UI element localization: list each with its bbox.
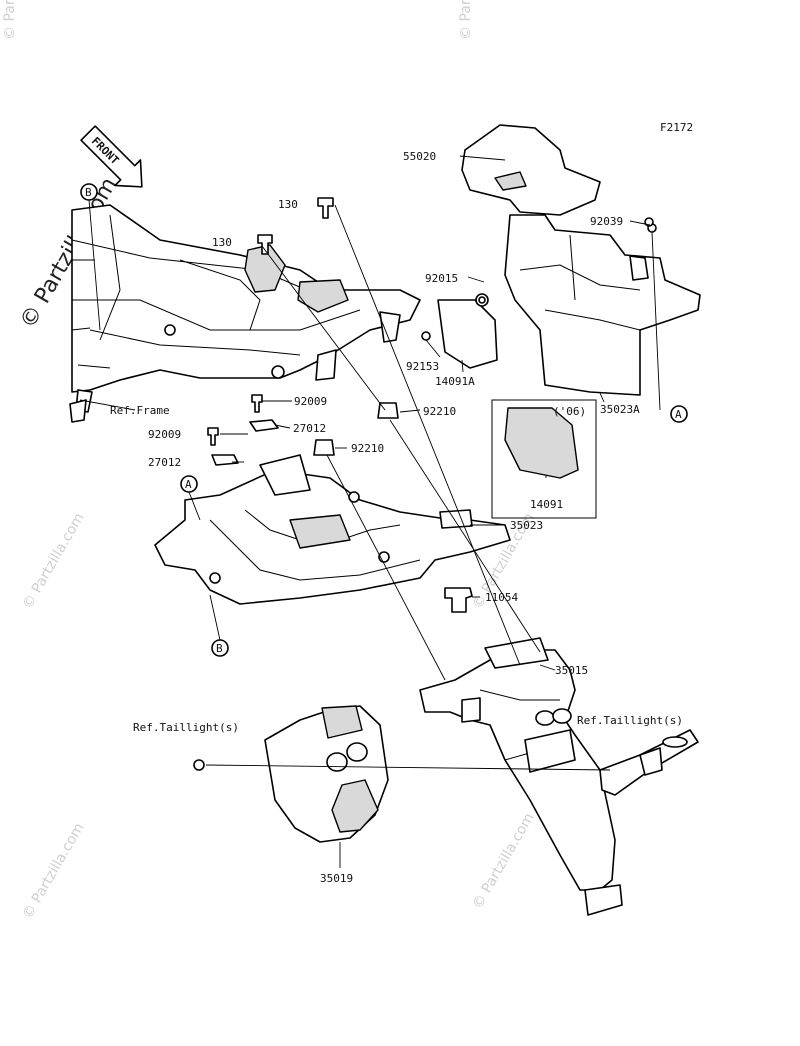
marker-b-bottom: B xyxy=(216,642,223,655)
side-cover-drawing xyxy=(264,705,389,843)
ref-frame-label: Ref.Frame xyxy=(110,404,170,417)
label-35023[interactable]: 35023 xyxy=(510,519,543,532)
label-35023A[interactable]: 35023A xyxy=(600,403,640,416)
label-92015[interactable]: 92015 xyxy=(425,272,458,285)
label-130-top[interactable]: 130 xyxy=(278,198,298,211)
watermark-mid-left: © Partzilla.com xyxy=(20,510,88,612)
watermark-bottom-right: © Partzilla.com xyxy=(470,810,538,912)
marker-a-right: A xyxy=(675,408,682,421)
label-35019[interactable]: 35019 xyxy=(320,872,353,885)
year-note: ('06) xyxy=(553,405,586,418)
ref-taillight-right-label: Ref.Taillight(s) xyxy=(577,714,683,727)
rear-fender-drawing xyxy=(419,637,623,916)
figure-code: F2172 xyxy=(660,121,693,134)
front-arrow-icon xyxy=(80,125,143,188)
taillight-bracket-drawing xyxy=(599,729,699,796)
label-92153[interactable]: 92153 xyxy=(406,360,439,373)
battery-case-drawing xyxy=(421,124,701,396)
ref-taillight-left-label: Ref.Taillight(s) xyxy=(133,721,239,734)
part-14091-shape xyxy=(504,407,579,479)
marker-b-top: B xyxy=(85,186,92,199)
label-27012-right[interactable]: 27012 xyxy=(293,422,326,435)
frame-drawing xyxy=(69,204,421,423)
label-92039[interactable]: 92039 xyxy=(590,215,623,228)
watermark-top-left: © Partzilla.com xyxy=(2,0,18,40)
year-variant-box: ('06) xyxy=(491,399,597,519)
year-variant-frame xyxy=(491,399,597,519)
label-55020[interactable]: 55020 xyxy=(403,150,436,163)
inner-fender-drawing xyxy=(154,454,511,605)
label-92210-lower[interactable]: 92210 xyxy=(351,442,384,455)
label-92210-upper[interactable]: 92210 xyxy=(423,405,456,418)
part-labels: 55020 92039 130 130 92015 92153 14091A 3… xyxy=(110,150,683,885)
marker-a-right-circle xyxy=(670,405,688,423)
label-27012-left[interactable]: 27012 xyxy=(148,456,181,469)
label-14091[interactable]: 14091 xyxy=(530,498,563,511)
label-130-second[interactable]: 130 xyxy=(212,236,232,249)
leader-lines xyxy=(79,155,661,868)
label-35015[interactable]: 35015 xyxy=(555,664,588,677)
ref-markers: B A B A xyxy=(80,183,688,657)
marker-a-mid: A xyxy=(185,478,192,491)
watermark-top-center: © Partzilla.com xyxy=(458,0,474,40)
label-92009-right[interactable]: 92009 xyxy=(294,395,327,408)
label-11054[interactable]: 11054 xyxy=(485,591,518,604)
label-14091A[interactable]: 14091A xyxy=(435,375,475,388)
label-92009-left[interactable]: 92009 xyxy=(148,428,181,441)
watermark-bottom-left: © Partzilla.com xyxy=(20,820,88,922)
